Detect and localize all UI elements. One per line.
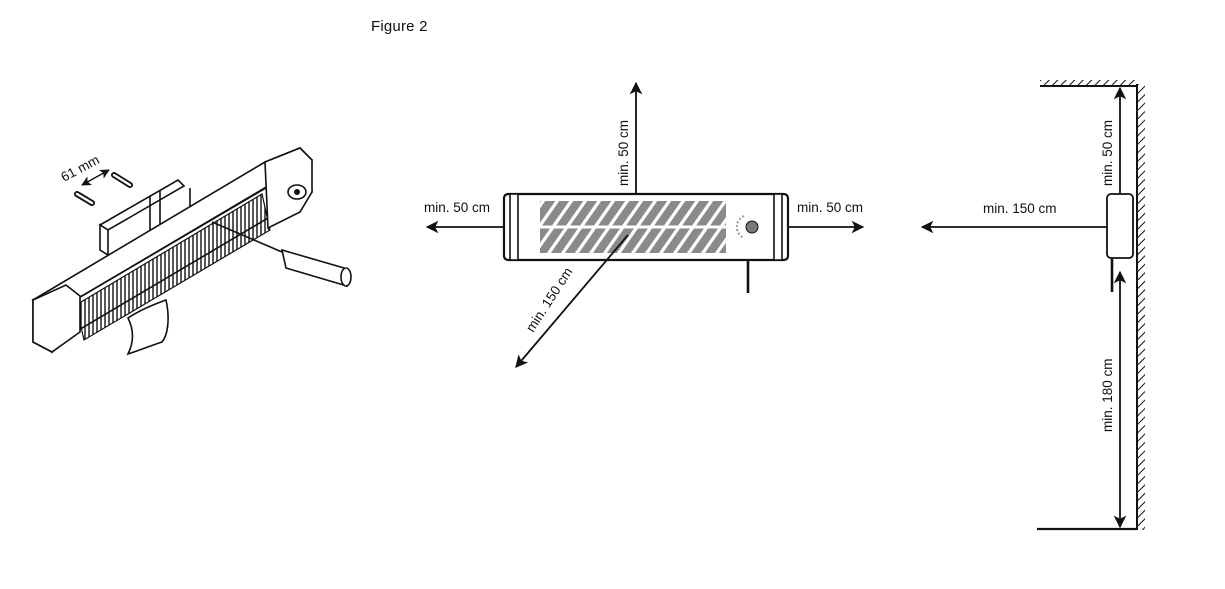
diagonal-clearance-label: min. 150 cm bbox=[523, 265, 576, 335]
mounting-illustration bbox=[31, 147, 352, 356]
ceiling-clearance-label: min. 50 cm bbox=[1100, 120, 1115, 186]
floor-clearance-label: min. 180 cm bbox=[1100, 358, 1115, 432]
spacing-arrow bbox=[81, 169, 110, 186]
heater-side-icon bbox=[1106, 193, 1134, 292]
wall-plug-icon bbox=[111, 172, 133, 188]
heater-perspective bbox=[31, 147, 314, 354]
top-clearance-label: min. 50 cm bbox=[616, 120, 631, 186]
left-clearance-label: min. 50 cm bbox=[424, 200, 490, 215]
wall-section bbox=[126, 298, 169, 356]
wall-section bbox=[1136, 84, 1145, 530]
power-knob-icon bbox=[745, 220, 759, 234]
diagonal-clearance-arrow bbox=[515, 234, 629, 368]
front-view: min. 50 cm min. 50 cm min. 50 cm min. 15… bbox=[424, 81, 865, 368]
screwdriver-icon bbox=[211, 221, 352, 288]
ceiling-section bbox=[1040, 80, 1137, 87]
heater-front-icon bbox=[502, 192, 790, 293]
spacing-label: 61 mm bbox=[58, 152, 101, 185]
side-view: min. 50 cm min. 150 cm min. 180 cm bbox=[920, 80, 1145, 531]
wall-plug-icon bbox=[74, 191, 95, 206]
right-clearance-label: min. 50 cm bbox=[797, 200, 863, 215]
front-clearance-label: min. 150 cm bbox=[983, 201, 1057, 216]
figure-title: Figure 2 bbox=[371, 18, 428, 35]
